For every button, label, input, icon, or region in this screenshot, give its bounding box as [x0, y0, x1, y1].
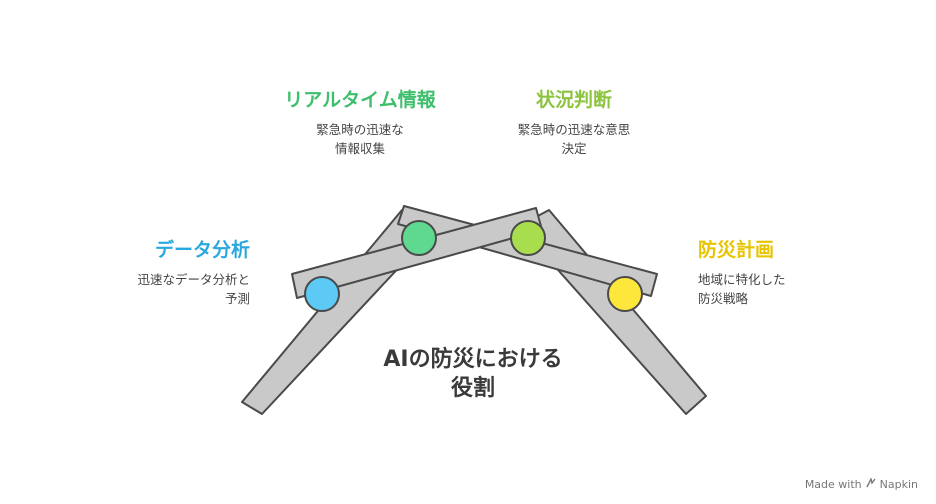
napkin-brand-label: Napkin: [879, 478, 918, 491]
made-with-credit: Made with Napkin: [804, 476, 918, 491]
desc-line: 緊急時の迅速な意思: [517, 122, 631, 137]
desc-line: 迅速なデータ分析と: [137, 272, 250, 287]
item-title-realtime-info: リアルタイム情報: [284, 89, 436, 111]
node-realtime-info: [401, 220, 437, 256]
node-disaster-plan: [607, 276, 643, 312]
diagram-title: AIの防災における 役割: [368, 345, 578, 403]
desc-line: 情報収集: [334, 141, 385, 156]
item-title-disaster-plan: 防災計画: [698, 239, 775, 261]
item-desc-disaster-plan: 地域に特化した 防災戦略: [698, 270, 786, 308]
made-with-label: Made with: [804, 478, 862, 491]
desc-line: 予測: [224, 291, 250, 306]
desc-line: 緊急時の迅速な: [316, 122, 404, 137]
napkin-logo-icon: [866, 476, 876, 491]
desc-line: 地域に特化した: [698, 272, 786, 287]
desc-line: 決定: [561, 141, 587, 156]
item-desc-data-analysis: 迅速なデータ分析と 予測: [137, 270, 250, 308]
item-title-situation-judgment: 状況判断: [535, 89, 612, 111]
desc-line: 防災戦略: [698, 291, 749, 306]
diagram-title-line: 役割: [450, 376, 495, 401]
item-title-data-analysis: データ分析: [154, 239, 250, 261]
item-desc-situation-judgment: 緊急時の迅速な意思 決定: [508, 120, 640, 158]
node-data-analysis: [304, 276, 340, 312]
node-situation-judgment: [510, 220, 546, 256]
diagram-title-line: AIの防災における: [383, 347, 563, 372]
item-desc-realtime-info: 緊急時の迅速な 情報収集: [279, 120, 441, 158]
